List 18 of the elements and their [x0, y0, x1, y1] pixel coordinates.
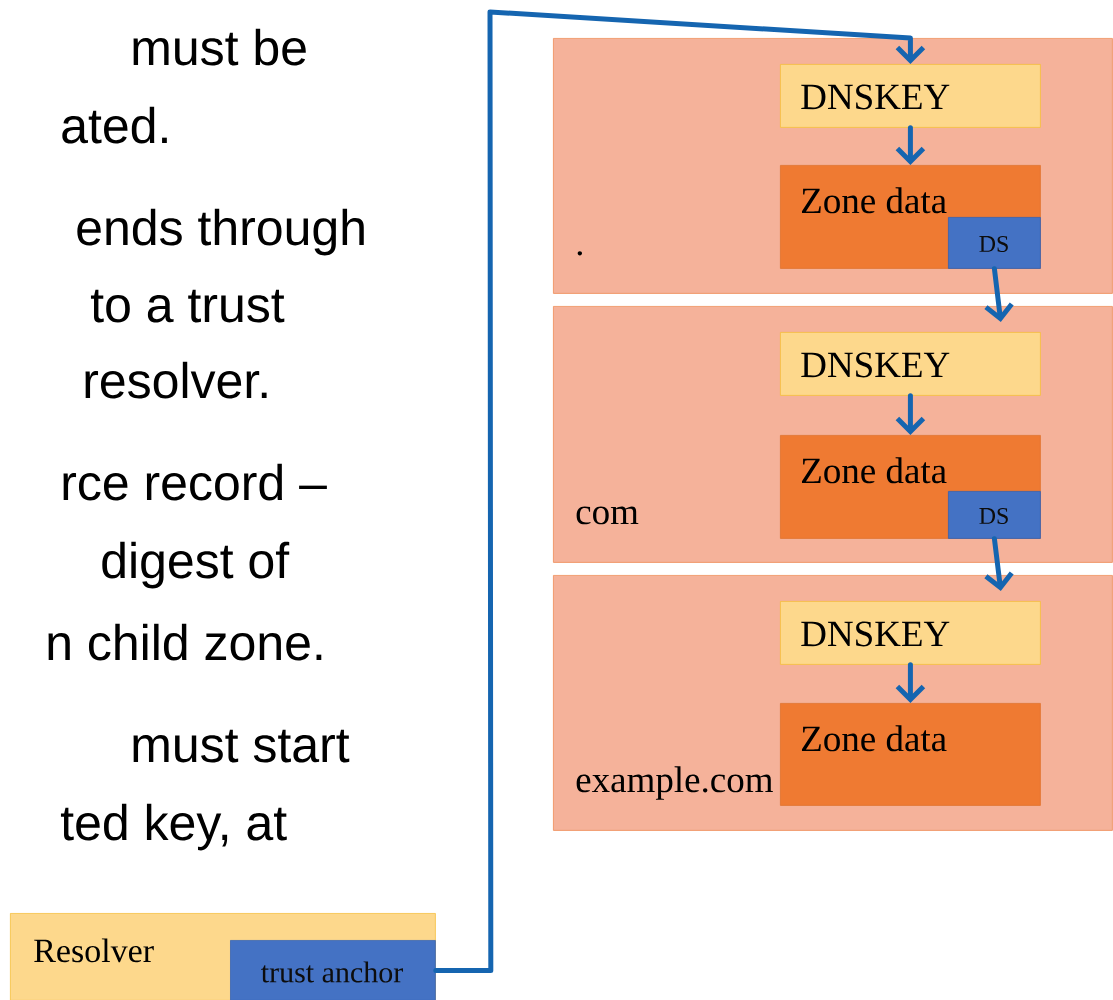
ds-box: DS — [948, 491, 1041, 539]
trust-anchor-box: trust anchor — [230, 940, 436, 1000]
slide-text: to a trust — [90, 289, 285, 323]
slide-text: ends through — [77, 208, 364, 256]
slide-text: ted key, at — [60, 803, 287, 851]
slide-text: must be — [133, 28, 306, 66]
key-box: DNSKEY — [780, 64, 1041, 128]
key-box: DNSKEY — [780, 332, 1041, 396]
key-box: DNSKEY — [780, 601, 1041, 665]
slide-text: resolver. — [85, 361, 267, 399]
slide-text: digest of — [102, 541, 290, 589]
arrow — [433, 9, 926, 973]
slide-text: n child zone. — [48, 623, 322, 661]
ds-box: DS — [948, 217, 1041, 269]
slide-text: must start — [133, 729, 350, 763]
slide-text: rce record – — [63, 463, 327, 501]
zone-data-box: Zone data — [780, 703, 1041, 806]
slide-text: ated. — [62, 106, 167, 144]
